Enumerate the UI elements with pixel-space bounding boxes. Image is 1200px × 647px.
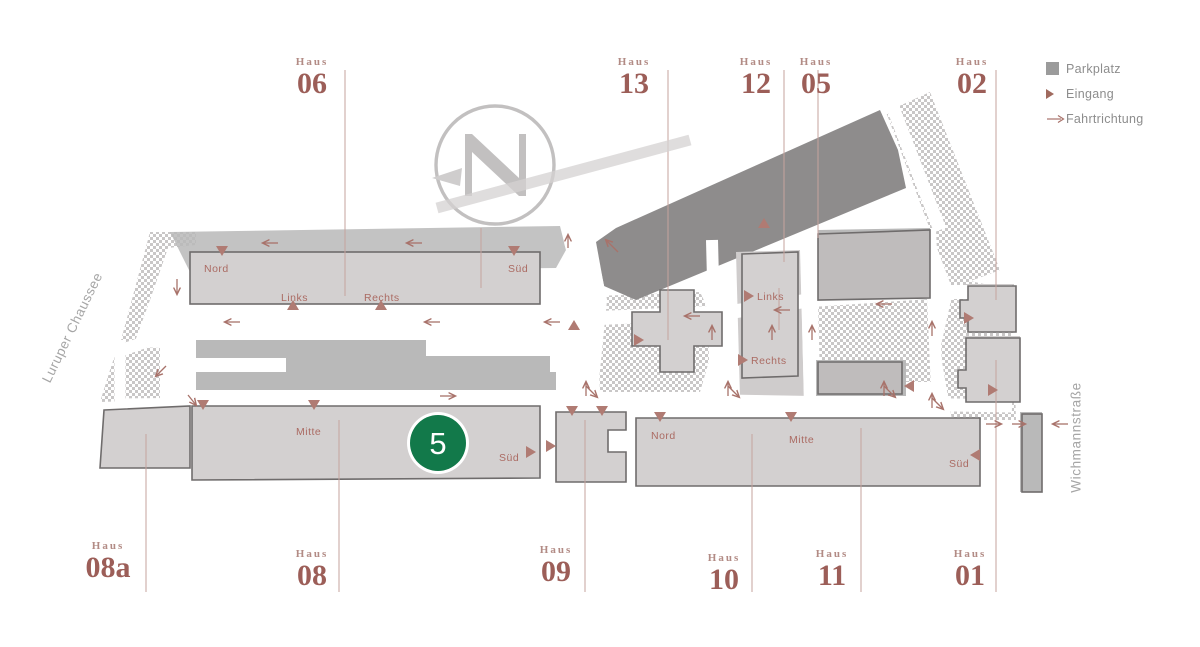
building-haus-05-annex: [817, 361, 903, 395]
haus-keyword: Haus: [955, 56, 989, 68]
haus-label-02: Haus 02: [930, 56, 1014, 99]
entrance-label-mitte-haus08: Mitte: [296, 426, 322, 438]
haus-keyword: Haus: [295, 56, 329, 68]
haus-number: 08a: [85, 551, 131, 584]
building-haus-12: [741, 251, 799, 379]
haus-number: 10: [709, 563, 739, 596]
haus-number: 02: [957, 67, 987, 100]
street-label-wichmannstrasse: Wichmannstraße: [1068, 382, 1084, 493]
legend-item-eingang: Eingang: [1046, 81, 1196, 106]
building-haus-08: [191, 405, 541, 481]
entrance-label-rechts-haus06: Rechts: [364, 292, 400, 304]
building-haus-02-lower: [957, 337, 1021, 403]
direction-arrows: [156, 235, 1068, 424]
compass-rose-icon: [432, 104, 692, 226]
location-marker-5[interactable]: 5: [410, 415, 466, 471]
building-haus-10-11: [635, 417, 981, 487]
entrance-label-nord-haus10: Nord: [651, 430, 676, 442]
triangle-right-icon: [1046, 88, 1066, 99]
entrance-label-nord-haus06: Nord: [204, 263, 229, 275]
haus-label-05: Haus 05: [774, 56, 858, 99]
legend-label-eingang: Eingang: [1066, 86, 1114, 101]
building-haus-06: [189, 251, 541, 305]
haus-keyword: Haus: [617, 56, 651, 68]
entrance-label-links-haus06: Links: [281, 292, 309, 304]
haus-label-10: Haus 10: [682, 552, 766, 595]
legend-label-fahrtrichtung: Fahrtrichtung: [1066, 111, 1144, 126]
haus-keyword: Haus: [739, 56, 773, 68]
haus-number: 08: [297, 559, 327, 592]
haus-number: 09: [541, 555, 571, 588]
haus-number: 13: [619, 67, 649, 100]
legend: Parkplatz Eingang Fahrtrichtung: [1046, 56, 1196, 131]
building-right-strip: [1021, 413, 1043, 493]
building-cross: [631, 289, 723, 373]
building-haus-08a: [99, 405, 191, 469]
arrow-right-icon: [1046, 114, 1066, 124]
entrance-label-sued-haus06: Süd: [508, 263, 529, 275]
legend-label-parkplatz: Parkplatz: [1066, 61, 1121, 76]
building-haus-05: [817, 229, 931, 301]
entrance-label-mitte-haus11: Mitte: [789, 434, 815, 446]
haus-keyword: Haus: [815, 548, 849, 560]
building-haus-02-upper: [959, 285, 1017, 333]
haus-label-13: Haus 13: [592, 56, 676, 99]
haus-label-11: Haus 11: [790, 548, 874, 591]
entrance-markers: [197, 218, 998, 461]
building-haus-09: [555, 411, 627, 483]
entrance-label-sued-haus08: Süd: [499, 452, 520, 464]
haus-label-09: Haus 09: [514, 544, 598, 587]
haus-keyword: Haus: [707, 552, 741, 564]
haus-number: 11: [817, 559, 847, 592]
location-marker-number: 5: [429, 425, 447, 461]
haus-number: 06: [297, 67, 327, 100]
haus-label-12: Haus 12: [714, 56, 798, 99]
haus-guide-lines: [145, 70, 997, 592]
entrance-label-sued-haus11: Süd: [949, 458, 970, 470]
entrance-label-links-haus12: Links: [757, 291, 785, 303]
buildings: [99, 229, 1043, 493]
legend-item-parkplatz: Parkplatz: [1046, 56, 1196, 81]
haus-label-06: Haus 06: [270, 56, 354, 99]
haus-keyword: Haus: [91, 540, 125, 552]
haus-label-01: Haus 01: [928, 548, 1012, 591]
entrance-label-rechts-haus12: Rechts: [751, 355, 787, 367]
haus-label-08a: Haus 08a: [66, 540, 150, 583]
haus-keyword: Haus: [295, 548, 329, 560]
legend-item-fahrtrichtung: Fahrtrichtung: [1046, 106, 1196, 131]
haus-keyword: Haus: [799, 56, 833, 68]
haus-number: 01: [955, 559, 985, 592]
square-swatch-icon: [1046, 62, 1066, 75]
haus-keyword: Haus: [539, 544, 573, 556]
haus-number: 05: [801, 67, 831, 100]
haus-label-08: Haus 08: [270, 548, 354, 591]
haus-keyword: Haus: [953, 548, 987, 560]
haus-number: 12: [741, 67, 771, 100]
